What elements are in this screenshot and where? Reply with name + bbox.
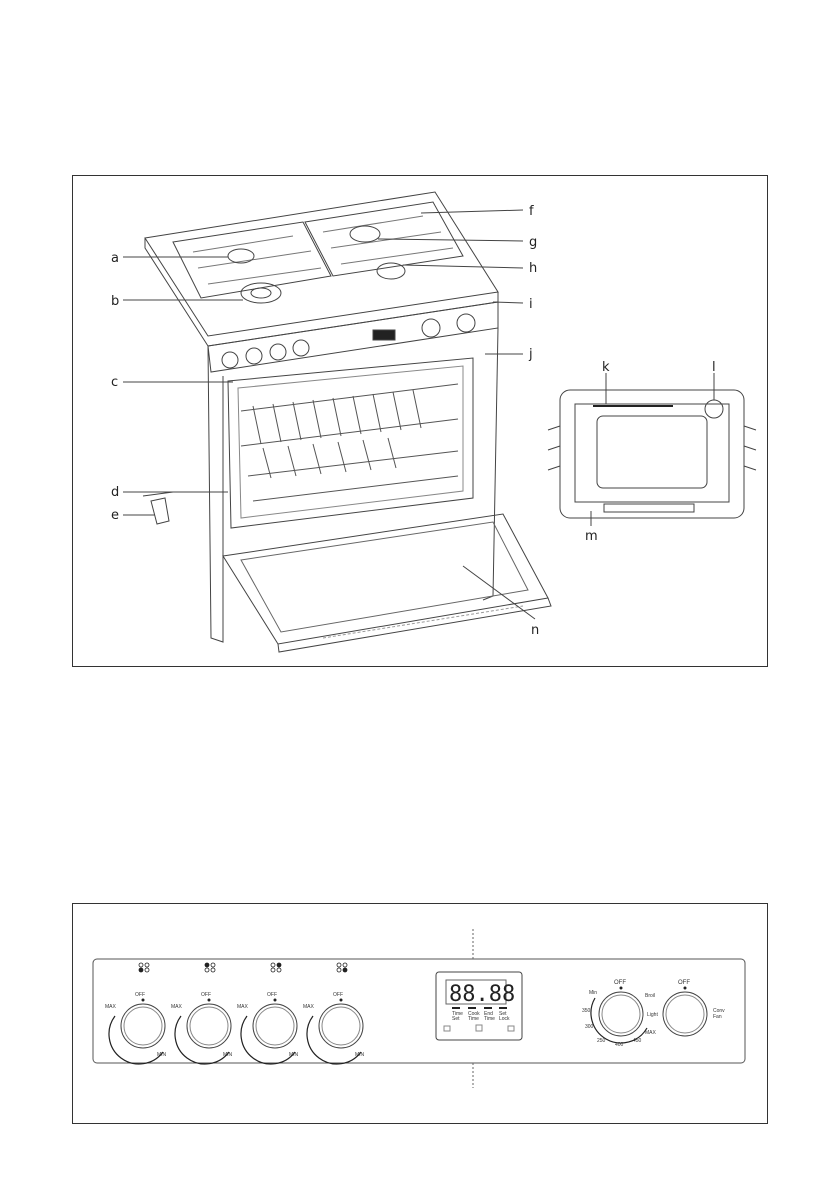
appliance-overview-figure: a b c d e f g h i j k l m n — [72, 175, 768, 667]
callout-l: l — [712, 360, 716, 375]
svg-text:Time: Time — [484, 1016, 495, 1022]
hob-knob-1-off: OFF — [135, 992, 145, 998]
burner-g — [350, 226, 380, 242]
callout-f: f — [529, 204, 534, 219]
oven-light-icon[interactable] — [508, 1026, 514, 1031]
oven-knob-off: OFF — [614, 980, 626, 986]
lock-icon[interactable] — [476, 1025, 482, 1031]
hob-knob-2-off: OFF — [201, 992, 211, 998]
timer-display-block — [373, 330, 395, 340]
hob-knob-4[interactable]: OFF MAX MIN — [303, 992, 365, 1064]
control-panel-strip — [93, 959, 745, 1063]
callout-i: i — [529, 297, 533, 312]
oven-knob-light: Light — [647, 1012, 658, 1018]
timer-module: 88.88 Time Set Cook Time End Time Set Lo… — [436, 972, 522, 1040]
convection-fan-knob[interactable]: OFF Conv Fan — [663, 980, 725, 1036]
hob-knob-2-max: MAX — [171, 1004, 183, 1010]
burner-indicator-icons — [139, 963, 347, 972]
oven-knob-350: 350 — [582, 1008, 591, 1014]
fan-knob-fan: Fan — [713, 1014, 722, 1020]
hob-knob-3-off: OFF — [267, 992, 277, 998]
timer-button-end-time[interactable]: End Time — [484, 1007, 495, 1022]
burner-b — [241, 283, 281, 303]
callout-e: e — [111, 508, 119, 523]
hob-knob-3[interactable]: OFF MAX MIN — [237, 992, 299, 1064]
control-panel-figure: OFF MAX MIN OFF MAX MIN OFF MAX MIN OFF … — [72, 903, 768, 1124]
callout-d: d — [111, 485, 119, 500]
cooktop-surface — [145, 192, 498, 336]
oven-knob-400: 400 — [615, 1042, 624, 1048]
svg-text:Set: Set — [452, 1016, 460, 1022]
fan-knob-off: OFF — [678, 980, 690, 986]
timer-button-cook-time[interactable]: Cook Time — [468, 1007, 480, 1022]
callout-a: a — [111, 251, 119, 266]
callout-g: g — [529, 235, 537, 250]
svg-text:Time: Time — [468, 1016, 479, 1022]
oven-knob-broil: Broil — [645, 993, 655, 999]
range-body — [208, 346, 223, 642]
oven-knob-250: 250 — [597, 1038, 606, 1044]
callout-m: m — [585, 529, 598, 544]
hob-knob-3-min: MIN — [289, 1052, 299, 1058]
oven-knob-min: Min — [589, 990, 597, 996]
callout-c: c — [111, 375, 118, 390]
callout-h: h — [529, 261, 537, 276]
oven-knob-450: 450 — [633, 1038, 642, 1044]
control-panel — [208, 302, 498, 372]
timer-button-time-set[interactable]: Time Set — [452, 1007, 463, 1022]
hob-knob-4-max: MAX — [303, 1004, 315, 1010]
svg-text:Lock: Lock — [499, 1016, 510, 1022]
range-illustration: a b c d e f g h i j k l m n — [73, 176, 767, 666]
burner-a — [228, 249, 254, 263]
timer-touch-icon[interactable] — [444, 1026, 450, 1031]
oven-temperature-knob[interactable]: OFF Min Broil Light MAX 350 300 250 400 … — [582, 980, 658, 1048]
anti-tip-bracket — [151, 498, 169, 524]
hob-knob-3-max: MAX — [237, 1004, 249, 1010]
oven-interior-inset — [548, 373, 756, 526]
callout-j: j — [528, 347, 533, 362]
oven-knob-300: 300 — [585, 1024, 594, 1030]
hob-knob-1-max: MAX — [105, 1004, 117, 1010]
callout-b: b — [111, 294, 119, 309]
oven-knob-max: MAX — [645, 1030, 657, 1036]
hob-knob-1[interactable]: OFF MAX MIN — [105, 992, 167, 1064]
hob-knob-4-off: OFF — [333, 992, 343, 998]
hob-knob-2[interactable]: OFF MAX MIN — [171, 992, 233, 1064]
callout-n: n — [531, 623, 539, 638]
callout-k: k — [602, 360, 610, 375]
timer-button-set-lock[interactable]: Set Lock — [499, 1007, 510, 1022]
burner-h — [377, 263, 405, 279]
hob-knob-4-min: MIN — [355, 1052, 365, 1058]
hob-knob-2-min: MIN — [223, 1052, 233, 1058]
timer-display: 88.88 — [449, 982, 515, 1007]
hob-knob-1-min: MIN — [157, 1052, 167, 1058]
control-panel-illustration: OFF MAX MIN OFF MAX MIN OFF MAX MIN OFF … — [73, 904, 767, 1123]
